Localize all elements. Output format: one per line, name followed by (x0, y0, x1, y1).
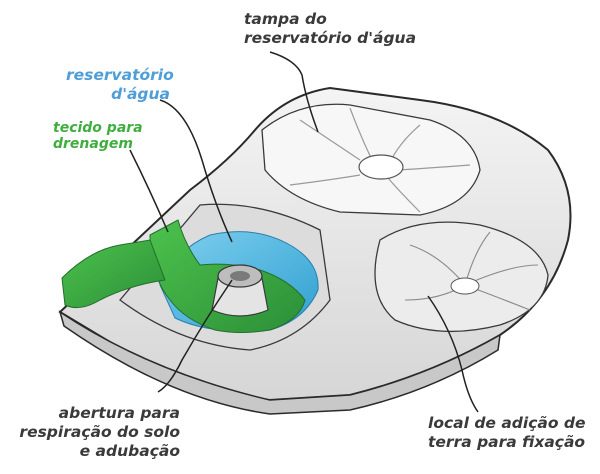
label-line: respiração do solo (19, 423, 180, 441)
leader-reservatorio (159, 99, 233, 243)
leader-tecido (129, 149, 169, 233)
label-line: d'água (111, 85, 170, 103)
label-line: drenagem (53, 136, 133, 152)
label-breathing-opening: abertura para respiração do solo e aduba… (10, 404, 180, 461)
label-drainage-fabric: tecido para drenagem (53, 120, 143, 152)
planter-front-edge (58, 310, 501, 415)
leader-tampa (269, 51, 319, 133)
label-water-reservoir: reservatório d'água (66, 66, 174, 104)
label-line: abertura para (58, 404, 180, 422)
label-soil-filling: local de adição de terra para fixação (428, 414, 586, 452)
label-line: tampa do (244, 10, 327, 28)
breathing-hole (230, 271, 250, 281)
soil-filling-area (374, 221, 549, 333)
drainage-fabric-flap (61, 239, 166, 309)
label-line: tecido para (53, 120, 143, 136)
leader-lines (129, 51, 479, 413)
label-reservoir-lid: tampa do reservatório d'água (244, 10, 416, 48)
label-line: terra para fixação (428, 433, 586, 451)
label-line: local de adição de (428, 414, 586, 432)
leader-abertura (157, 279, 233, 393)
lid-petals (289, 107, 471, 213)
label-line: e adubação (79, 442, 180, 460)
label-line: reservatório d'água (244, 29, 417, 47)
rosette-center (450, 277, 480, 295)
label-line: reservatório (66, 66, 174, 84)
breathing-column (211, 277, 269, 317)
leader-local (427, 295, 479, 413)
lid-center-cap (358, 154, 404, 180)
